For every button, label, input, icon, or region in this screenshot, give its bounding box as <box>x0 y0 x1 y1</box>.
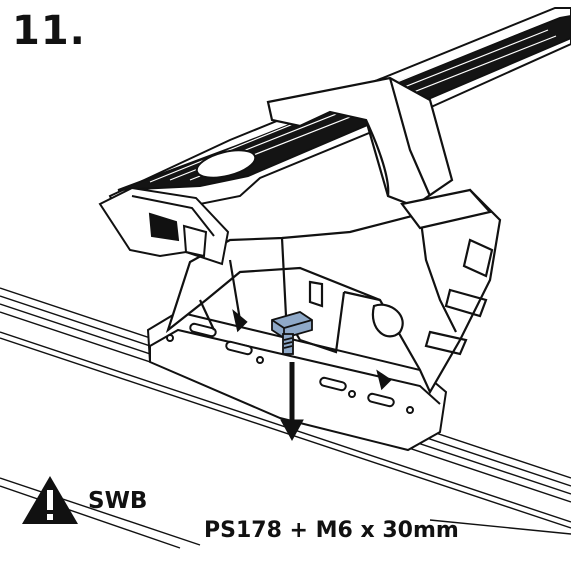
wing-bar <box>98 7 571 266</box>
fastener-spec: PS178 + M6 x 30mm <box>204 518 459 543</box>
warning-triangle-icon <box>22 476 78 524</box>
foot-base-plate <box>146 310 448 452</box>
install-direction-arrow <box>280 362 304 442</box>
clamp-band <box>266 76 493 230</box>
foot-body <box>165 188 502 395</box>
m6-bolt <box>271 311 313 355</box>
step-number: 11. <box>12 8 86 54</box>
warning-label: SWB <box>88 488 148 514</box>
